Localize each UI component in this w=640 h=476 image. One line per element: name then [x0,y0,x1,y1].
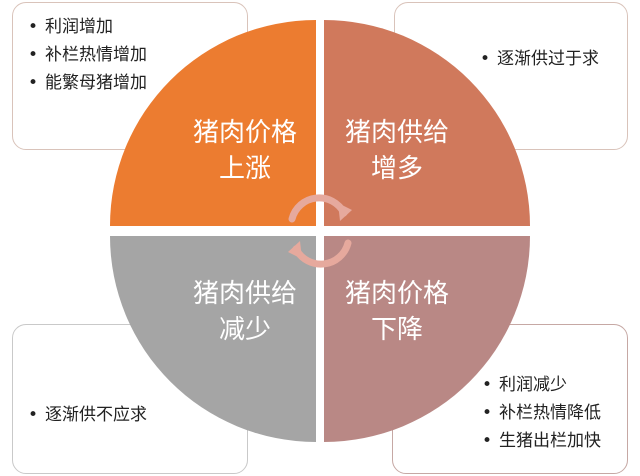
supply-decrease-quadrant [110,236,316,442]
top-right-bullet-list: 逐渐供过于求 [477,45,599,73]
price-fall-quadrant [324,236,530,442]
label-line: 增多 [370,154,423,184]
top-left-bullet-list: 利润增加 补栏热情增加 能繁母猪增加 [25,13,147,97]
bullet-item: 逐渐供不应求 [25,401,147,429]
bullet-item: 利润增加 [25,13,147,41]
label-line: 猪肉价格 [192,118,297,148]
supply-increase-label: 猪肉供给 增多 [312,115,482,187]
price-fall-label: 猪肉价格 下降 [312,276,482,348]
bullet-item: 补栏热情降低 [479,399,601,427]
bottom-right-bullet-list: 利润减少 补栏热情降低 生猪出栏加快 [479,371,601,455]
label-line: 减少 [218,315,271,345]
cycle-arrows-icon [288,194,352,268]
price-rise-quadrant [110,20,316,226]
label-line: 猪肉供给 [344,118,449,148]
bullet-item: 利润减少 [479,371,601,399]
bullet-item: 逐渐供过于求 [477,45,599,73]
bullet-item: 能繁母猪增加 [25,69,147,97]
label-line: 猪肉供给 [192,279,297,309]
bottom-left-bullet-list: 逐渐供不应求 [25,401,147,429]
label-line: 下降 [370,315,423,345]
bullet-item: 补栏热情增加 [25,41,147,69]
label-line: 猪肉价格 [344,279,449,309]
supply-increase-quadrant [324,20,530,226]
supply-decrease-label: 猪肉供给 减少 [160,276,330,348]
price-rise-label: 猪肉价格 上涨 [160,115,330,187]
bullet-item: 生猪出栏加快 [479,427,601,455]
label-line: 上涨 [218,154,271,184]
